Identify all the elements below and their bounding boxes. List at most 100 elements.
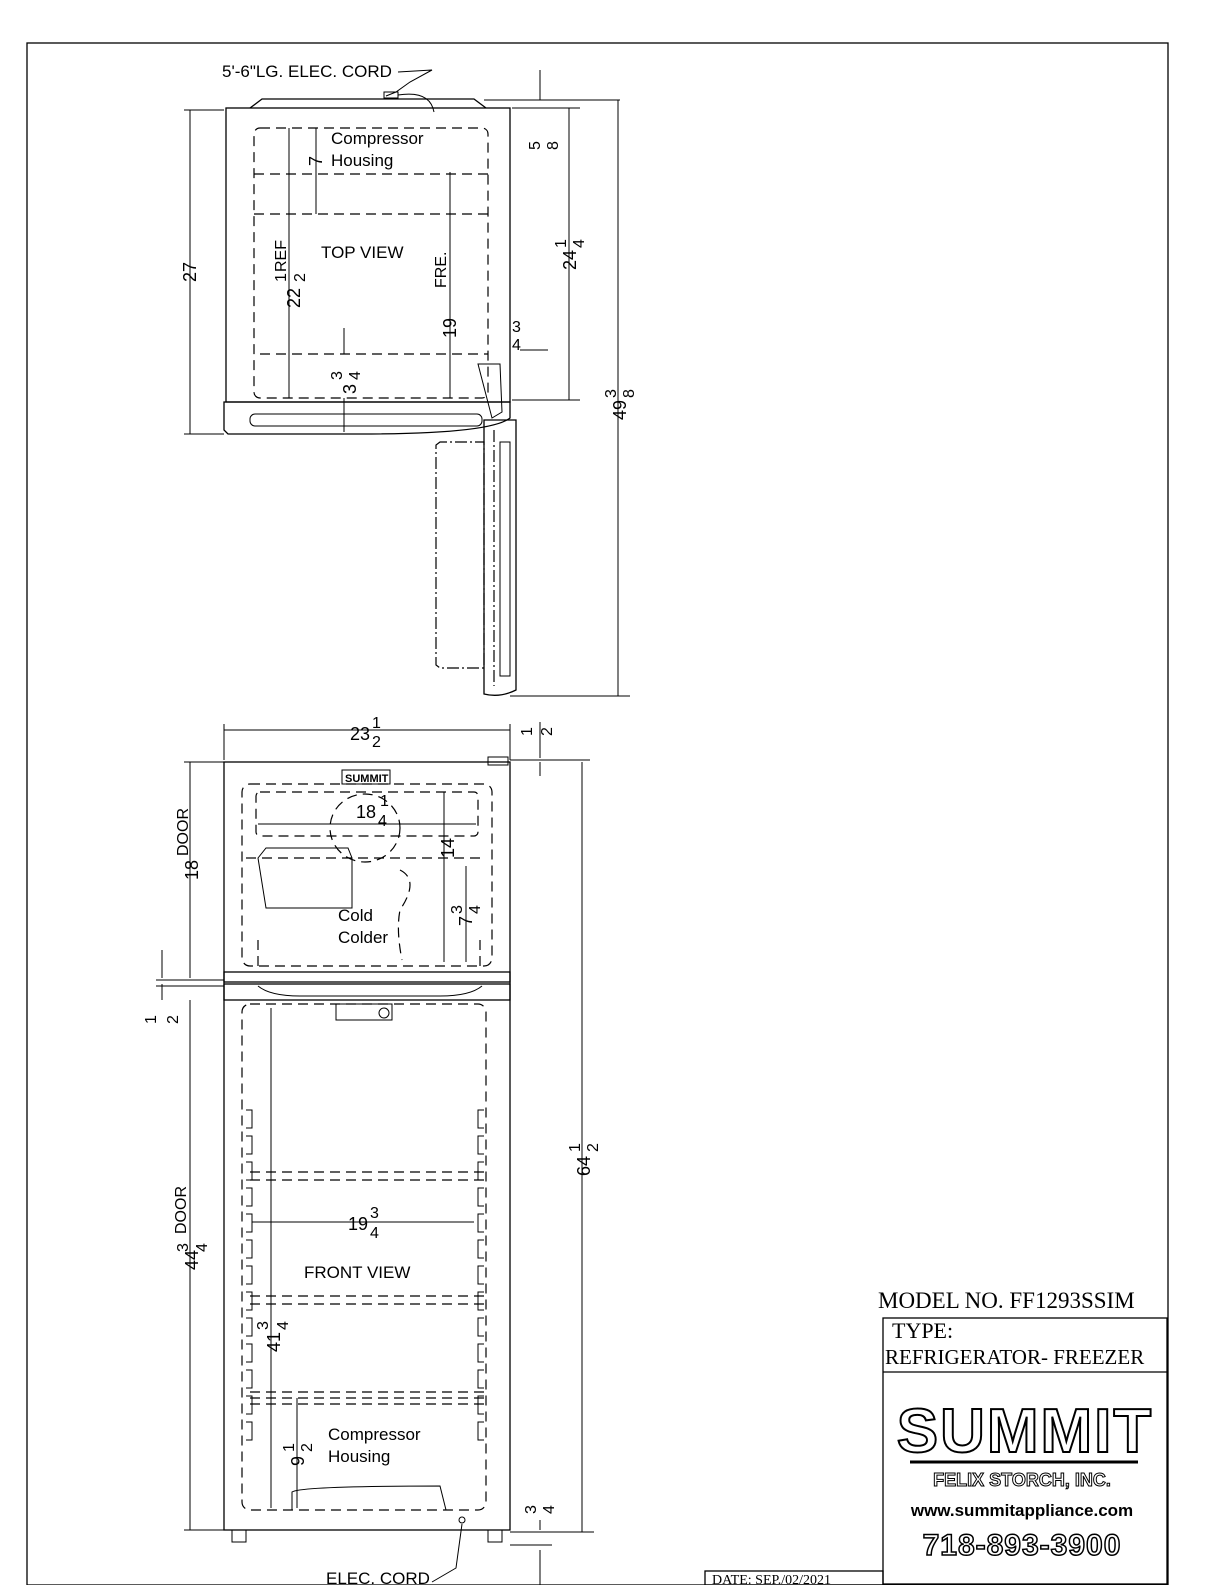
company-name: FELIX STORCH, INC.: [933, 1470, 1111, 1490]
dim-9-num: 1: [281, 1443, 298, 1452]
plug-icon: [383, 91, 399, 99]
title-block-box: [882, 1317, 1168, 1585]
dim-34b-num: 3: [523, 1505, 540, 1514]
company-phone: 718-893-3900: [923, 1529, 1122, 1562]
date-box: [704, 1570, 884, 1585]
cold-label: Cold: [338, 906, 373, 925]
shelf-3: [250, 1391, 484, 1405]
top-view-title: TOP VIEW: [321, 243, 404, 262]
dim-3-den: 4: [347, 371, 364, 380]
cord-line: [397, 93, 435, 113]
front-top-hinge: [487, 756, 509, 766]
dim-58-num: 5: [527, 141, 544, 150]
dim-44-whole: 44: [182, 1250, 202, 1270]
dim-9-whole: 9: [288, 1456, 308, 1466]
fridge-compartment: [241, 1003, 487, 1511]
freezer-inner: [255, 791, 479, 837]
top-door-panel: [483, 419, 517, 696]
dim-7-den: 4: [467, 905, 484, 914]
title-block: MODEL NO. FF1293SSIM TYPE: REFRIGERATOR-…: [704, 1288, 1168, 1585]
front-handle: [257, 985, 483, 997]
summit-logo: SUMMIT: [897, 1397, 1154, 1466]
dim-24-line: [512, 107, 580, 401]
dim-half-den: 2: [165, 1015, 182, 1024]
dim-19: 19: [440, 318, 460, 338]
dim-23-whole: 23: [350, 724, 370, 744]
dim-19-whole: 19: [348, 1214, 368, 1234]
shelf-rails: [246, 1109, 484, 1441]
dim-half-num: 1: [143, 1015, 160, 1024]
dim-44-line: [184, 1000, 224, 1531]
freezer-feet: [257, 940, 481, 966]
dim-19-num: 3: [370, 1205, 379, 1222]
dim-3-whole: 3: [340, 384, 360, 394]
dim-64-whole: 64: [574, 1156, 594, 1176]
dim-half-line: [156, 950, 224, 1000]
model-number: MODEL NO. FF1293SSIM: [878, 1288, 1135, 1313]
dim-27-line: [184, 109, 224, 435]
top-open-door: [435, 441, 485, 669]
front-foot-right: [487, 1529, 503, 1543]
dim-door18-line: [156, 761, 224, 981]
left-rail: [246, 1109, 253, 1441]
dim-18-door: 18: [182, 860, 202, 880]
front-view-title: FRONT VIEW: [304, 1263, 410, 1282]
door-label-2: DOOR: [173, 1186, 190, 1234]
dim-58-line: [484, 70, 620, 101]
dim-41-den: 4: [275, 1321, 292, 1330]
front-brand-text: SUMMIT: [345, 773, 389, 785]
dim-22-ref: REF: [273, 240, 290, 272]
dim-22-num: 1: [273, 273, 290, 282]
dim-7-num: 3: [449, 905, 466, 914]
dim-9-den: 2: [299, 1443, 316, 1452]
top-handle: [249, 413, 483, 427]
type-value: REFRIGERATOR- FREEZER: [885, 1345, 1144, 1369]
dim-64-line: [510, 762, 594, 1533]
dim-34b-den: 4: [541, 1505, 558, 1514]
colder-label: Colder: [338, 928, 388, 947]
freezer-curve: [397, 869, 411, 961]
elec-cord-leader: [431, 1523, 463, 1583]
dim-fre: FRE.: [433, 252, 450, 288]
top-compressor-line1: Compressor: [331, 129, 424, 148]
front-cabinet: [223, 761, 511, 1531]
dim-18-num: 1: [380, 793, 389, 810]
dim-41-whole: 41: [264, 1332, 284, 1352]
front-divider: [223, 971, 511, 983]
shelf-1: [250, 1171, 484, 1181]
dim-34-den: 4: [512, 337, 521, 354]
top-door-handle: [499, 441, 511, 677]
dim-19-den: 4: [370, 1225, 379, 1242]
dim-34b-line: [510, 1520, 552, 1585]
top-cord-leader: [385, 69, 433, 97]
front-view: 23 1 2 1 2 SUMMIT Cold Colder 18 1 4: [143, 715, 602, 1585]
type-label: TYPE:: [892, 1318, 953, 1343]
dim-23-den: 2: [372, 734, 381, 751]
dim-7: 7: [306, 156, 326, 166]
dim-18-den: 4: [378, 813, 387, 830]
dim-27: 27: [180, 262, 200, 282]
dim-34-num: 3: [512, 319, 521, 336]
dim-44-den: 4: [194, 1243, 211, 1252]
front-compressor-line2: Housing: [328, 1447, 390, 1466]
top-view: 5'-6"LG. ELEC. CORD Compressor Housing T…: [180, 62, 638, 697]
dim-49-line: [510, 100, 630, 697]
top-compressor-line2: Housing: [331, 151, 393, 170]
dim-64-num: 1: [567, 1143, 584, 1152]
top-inner-dashed: [253, 127, 489, 399]
dim-41-num: 3: [255, 1321, 272, 1330]
dim-22-den: 2: [292, 273, 309, 282]
front-foot-left: [231, 1529, 247, 1543]
sheet-border: [26, 42, 1169, 1585]
dim-58-den: 8: [545, 141, 562, 150]
dim-14: 14: [438, 838, 458, 858]
cord-exit: [458, 1516, 466, 1524]
thermostat-dial: [329, 793, 401, 863]
top-door-strip: [223, 401, 511, 435]
dim-24-whole: 24: [560, 250, 580, 270]
front-cord-label: ELEC. CORD: [326, 1569, 430, 1585]
right-rail: [477, 1109, 484, 1441]
freezer-bin: [257, 847, 353, 909]
dim-23-num: 1: [372, 715, 381, 732]
